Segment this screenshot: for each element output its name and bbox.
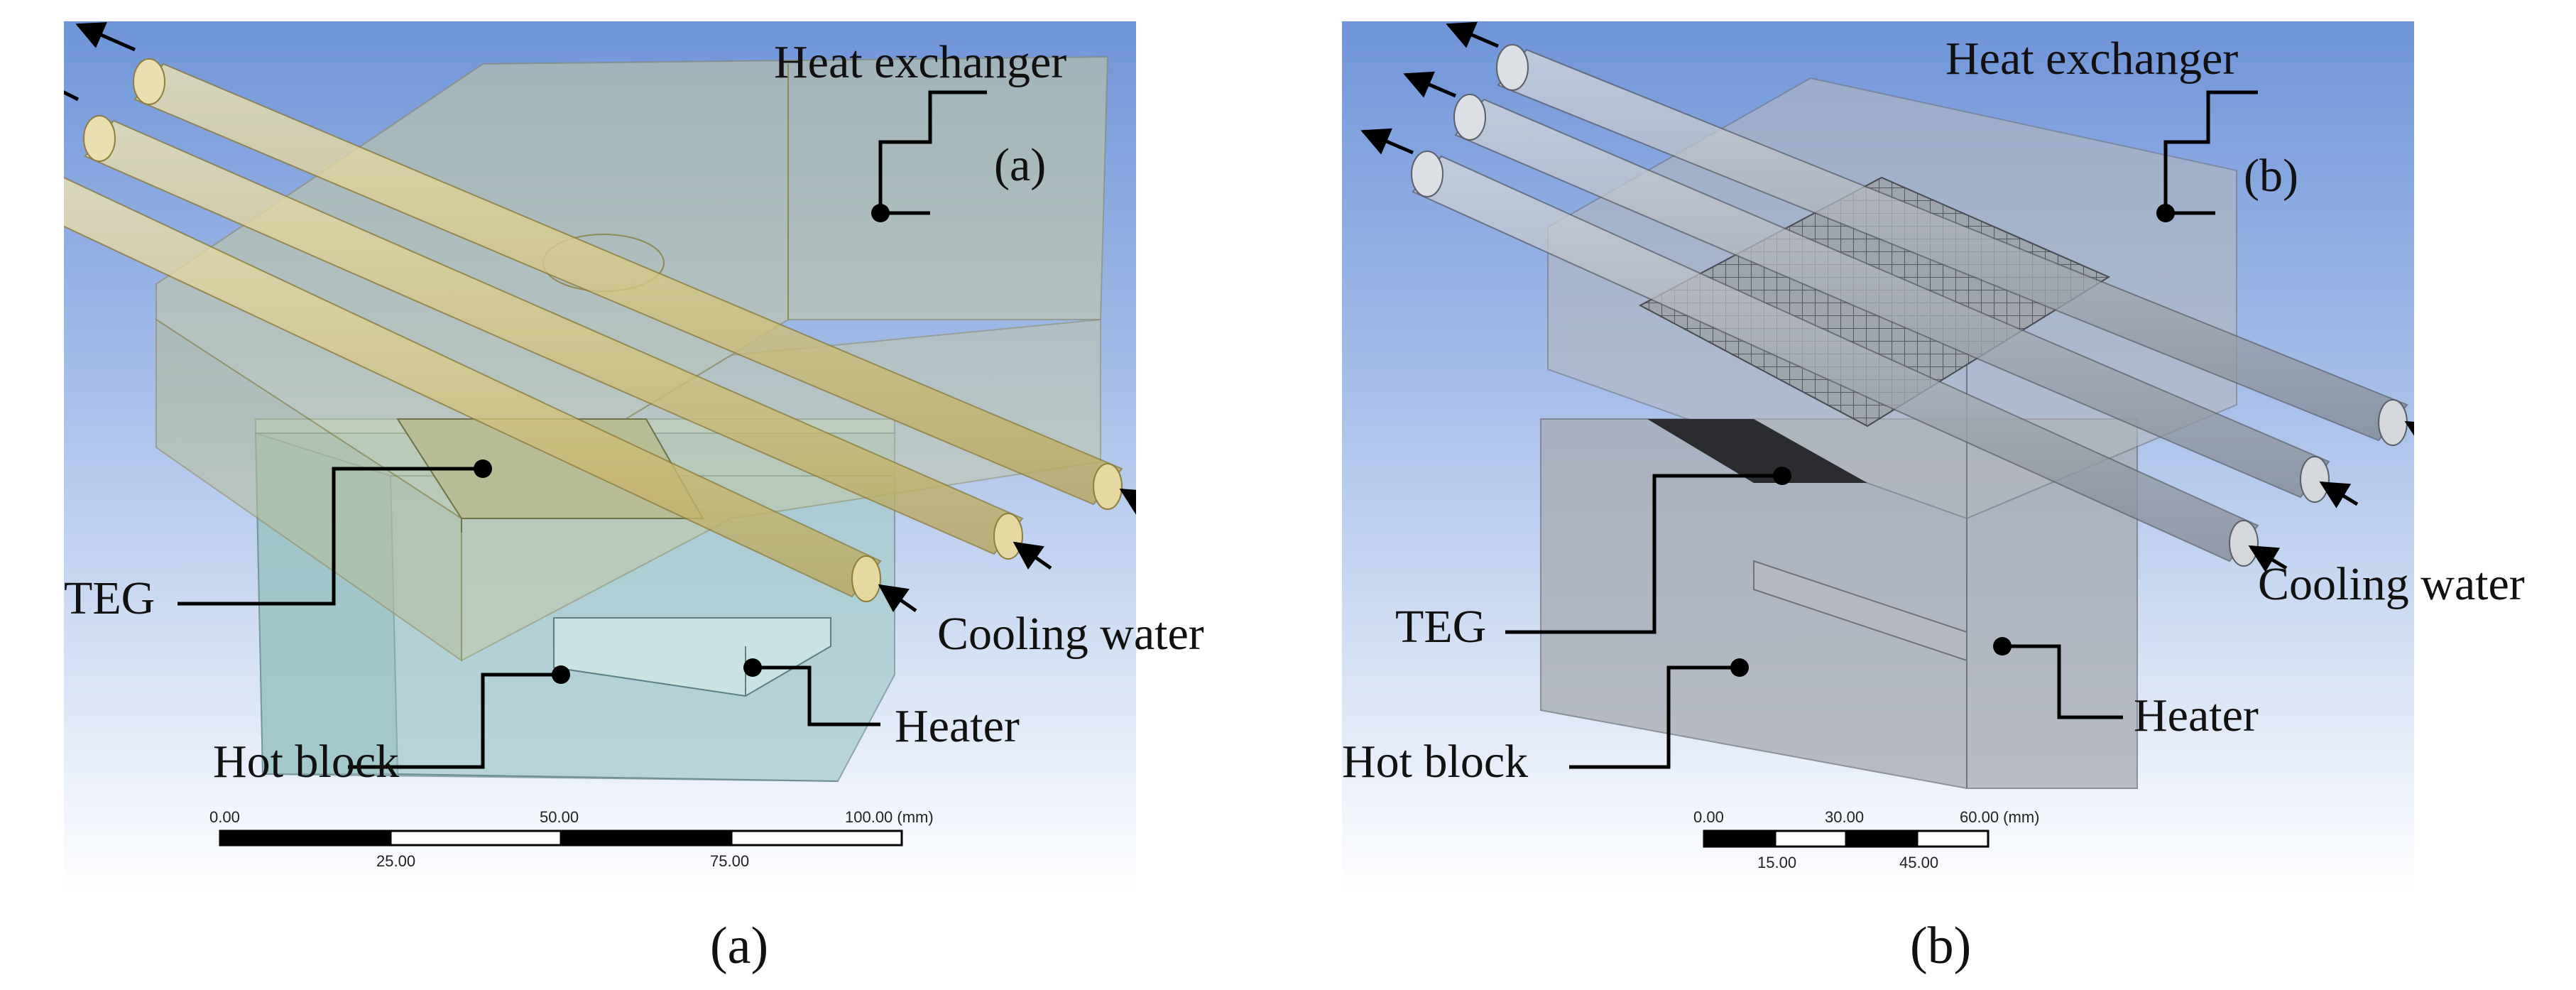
scale-tick-0: 0.00 [209, 808, 240, 826]
scale-tick-1: 50.00 [540, 808, 579, 826]
panel-a-drawing [64, 21, 1136, 895]
heater-label: Heater [2134, 690, 2259, 741]
hot-block-label: Hot block [213, 736, 400, 788]
scale-tick-0: 0.00 [1693, 808, 1724, 826]
hot-block [1540, 418, 2138, 789]
scale-tick-3: 15.00 [1757, 854, 1797, 871]
cooling-water-label: Cooling water [2258, 558, 2525, 610]
scale-tick-4: 45.00 [1899, 854, 1939, 871]
hot-block-label: Hot block [1342, 736, 1529, 788]
leader-dots [474, 204, 890, 684]
panel-b: Heat exchanger (b) TEG Cooling water Hot… [1342, 21, 2525, 895]
outflow-arrows [64, 22, 136, 102]
panel-b-tag: (b) [2244, 150, 2298, 202]
panel-b-drawing [1342, 21, 2414, 895]
scale-bar [219, 829, 903, 847]
scale-bar [1703, 829, 1990, 848]
scale-tick-1: 30.00 [1825, 808, 1865, 826]
outflow-arrows [1360, 21, 1499, 155]
cooling-pipes [64, 58, 1123, 602]
heat-exchanger-label: Heat exchanger [774, 36, 1067, 88]
caption-b: (b) [1910, 917, 1972, 975]
scale-tick-3: 25.00 [376, 852, 416, 870]
teg-label: TEG [64, 572, 155, 624]
inflow-arrows [2248, 420, 2414, 572]
cooling-water-label: Cooling water [937, 608, 1204, 660]
heater-label: Heater [895, 700, 1020, 752]
teg-label: TEG [1395, 601, 1487, 653]
panel-a: Heat exchanger (a) TEG Cooling water Hot… [64, 21, 1204, 895]
scale-tick-2: 100.00 (mm) [845, 808, 934, 826]
heater-slot [553, 617, 831, 697]
leader-lines [1505, 90, 2258, 769]
inflow-arrows [878, 488, 1136, 613]
caption-a: (a) [710, 917, 769, 975]
panel-a-tag: (a) [994, 139, 1047, 191]
teg-plate [1647, 419, 1867, 483]
scale-tick-4: 75.00 [710, 852, 750, 870]
leader-dots [1730, 204, 2175, 677]
heat-exchanger-label: Heat exchanger [1945, 33, 2239, 85]
scale-tick-2: 60.00 (mm) [1960, 808, 2040, 826]
cooling-pipes [1411, 44, 2408, 567]
